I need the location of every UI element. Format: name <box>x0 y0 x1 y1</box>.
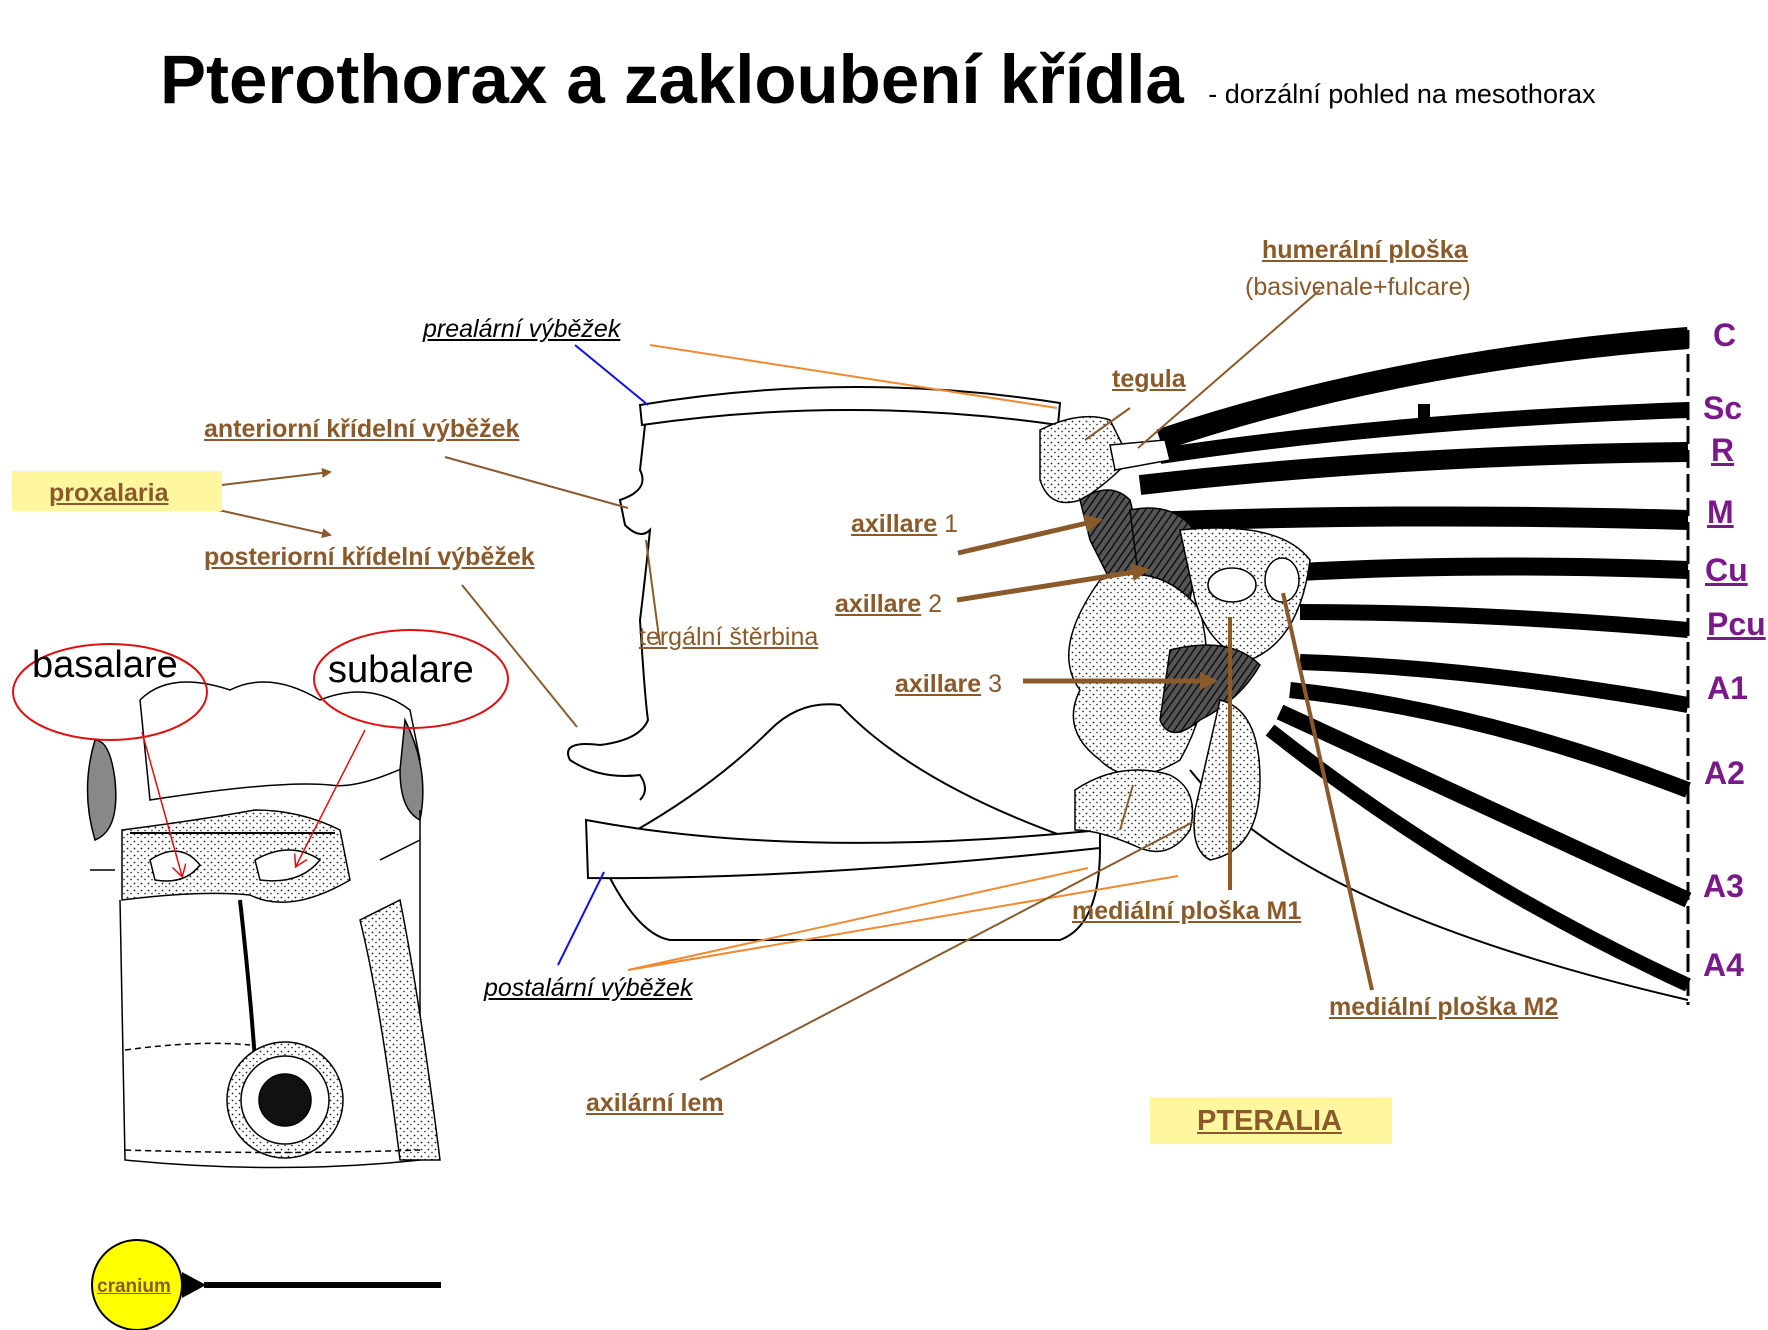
label-anteriorni: anteriorní křídelní výběžek <box>204 414 519 444</box>
label-axillare-3: axillare 3 <box>895 669 1002 699</box>
label-tegula: tegula <box>1112 364 1186 394</box>
axillare-2-word: axillare <box>835 590 921 618</box>
pointer-proxalaria-1 <box>205 472 330 487</box>
label-pteralia: PTERALIA <box>1197 1106 1342 1136</box>
label-humeralni-ploska: humerální ploška <box>1262 235 1468 265</box>
pointer-anteriorni <box>445 457 628 508</box>
label-axillare-1: axillare 1 <box>851 509 958 539</box>
label-medialni-m2: mediální ploška M2 <box>1329 992 1558 1022</box>
vein-label-sc: Sc <box>1703 390 1742 427</box>
label-posteriorni: posteriorní křídelní výběžek <box>204 542 535 572</box>
vein-pcu <box>1300 612 1688 630</box>
label-tergalni-sterbina: tergální štěrbina <box>639 622 818 652</box>
wing-membrane-edge <box>1190 770 1688 1000</box>
vein-label-pcu: Pcu <box>1707 606 1766 643</box>
vein-label-a1: A1 <box>1707 670 1748 707</box>
axillare-2-number: 2 <box>928 590 942 618</box>
label-axilarni-lem: axilární lem <box>586 1088 724 1118</box>
posterior-lobe <box>1194 700 1260 860</box>
notum-outline <box>568 387 1100 940</box>
pointer-posteriorni <box>462 585 577 727</box>
median-window-1 <box>1208 568 1256 602</box>
thorax-inset-drawing <box>88 682 441 1168</box>
label-basalare: basalare <box>32 650 178 680</box>
label-axillare-2: axillare 2 <box>835 589 942 619</box>
vein-r <box>1140 452 1688 485</box>
coxal-opening <box>259 1074 311 1126</box>
vein-label-a3: A3 <box>1703 868 1744 905</box>
label-humeralni-sub: (basivenale+fulcare) <box>1245 272 1471 302</box>
page-title: Pterothorax a zakloubení křídla - dorzál… <box>160 40 1595 119</box>
vein-label-m: M <box>1707 494 1734 531</box>
vein-m <box>1150 516 1688 522</box>
vein-label-r: R <box>1711 432 1734 469</box>
axillare-3-number: 3 <box>988 670 1002 698</box>
label-medialni-m1: mediální ploška M1 <box>1072 896 1301 926</box>
vein-label-c: C <box>1713 317 1736 354</box>
axillare-1-word: axillare <box>851 510 937 538</box>
humeral-plate <box>1110 440 1170 470</box>
pointer-postalarni-blue <box>558 872 604 965</box>
label-proxalaria: proxalaria <box>49 478 169 508</box>
pointer-prealarni-blue <box>575 345 648 405</box>
axillare-3-word: axillare <box>895 670 981 698</box>
vein-label-a4: A4 <box>1703 947 1744 984</box>
title-subtitle: - dorzální pohled na mesothorax <box>1208 79 1595 109</box>
label-postalarni: postalární výběžek <box>484 973 692 1003</box>
label-prealarni: prealární výběžek <box>423 314 620 344</box>
axillare-1-number: 1 <box>944 510 958 538</box>
vein-label-cu: Cu <box>1705 552 1748 589</box>
label-subalare: subalare <box>328 655 474 685</box>
title-main: Pterothorax a zakloubení křídla <box>160 41 1184 118</box>
label-cranium: cranium <box>97 1272 171 1302</box>
pointer-proxalaria-2 <box>205 507 330 535</box>
vein-cu <box>1300 566 1688 572</box>
vein-label-a2: A2 <box>1704 755 1745 792</box>
pointer-axillare-1 <box>958 520 1100 553</box>
pointer-postalarni-orange-1 <box>628 868 1088 970</box>
